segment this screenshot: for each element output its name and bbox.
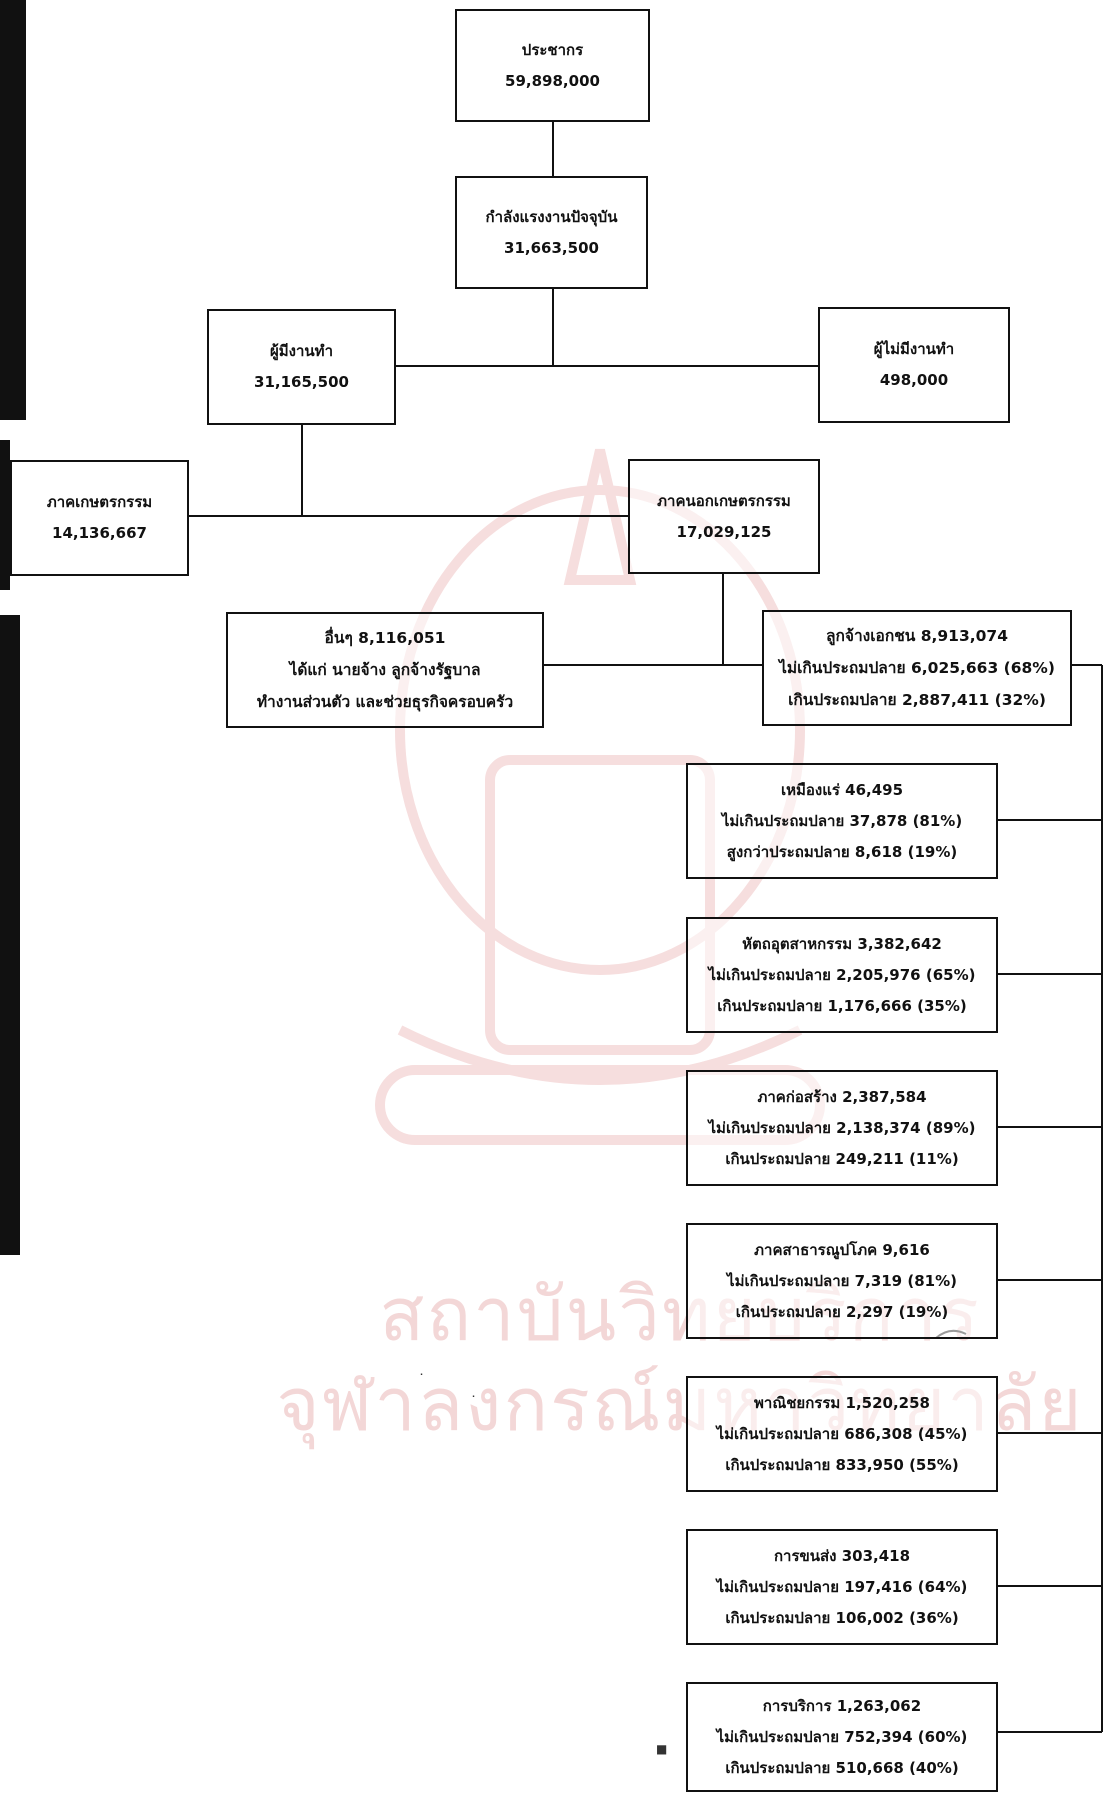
sector-line1: เหมืองแร่ 46,495 — [780, 780, 904, 799]
node-population-label: ประชากร — [521, 40, 584, 59]
node-others-line1: อื่นๆ 8,116,051 — [324, 629, 446, 647]
node-sector-commerce: พาณิชยกรรม 1,520,258 ไม่เกินประถมปลาย 68… — [686, 1376, 998, 1492]
node-population: ประชากร 59,898,000 — [455, 9, 650, 122]
node-agriculture-value: 14,136,667 — [52, 524, 147, 542]
node-sector-mining: เหมืองแร่ 46,495 ไม่เกินประถมปลาย 37,878… — [686, 763, 998, 879]
sector-line3: เกินประถมปลาย 1,176,666 (35%) — [717, 996, 967, 1015]
sector-line2: ไม่เกินประถมปลาย 752,394 (60%) — [716, 1727, 968, 1746]
node-employed: ผู้มีงานทำ 31,165,500 — [207, 309, 396, 425]
node-private-employees: ลูกจ้างเอกชน 8,913,074 ไม่เกินประถมปลาย … — [762, 610, 1072, 726]
node-sector-manufacturing: หัตถอุตสาหกรรม 3,382,642 ไม่เกินประถมปลา… — [686, 917, 998, 1033]
sector-line1: ภาคก่อสร้าง 2,387,584 — [757, 1087, 927, 1106]
node-private-line1: ลูกจ้างเอกชน 8,913,074 — [825, 627, 1008, 645]
sector-line1: การบริการ 1,263,062 — [762, 1696, 922, 1715]
sector-line1: ภาคสาธารณูปโภค 9,616 — [754, 1240, 930, 1259]
sector-line3: เกินประถมปลาย 2,297 (19%) — [735, 1302, 949, 1321]
node-labor-force-value: 31,663,500 — [504, 238, 599, 257]
sector-line2: ไม่เกินประถมปลาย 7,319 (81%) — [727, 1271, 957, 1290]
node-non-agriculture: ภาคนอกเกษตรกรรม 17,029,125 — [628, 459, 820, 574]
sector-line3: เกินประถมปลาย 510,668 (40%) — [725, 1758, 959, 1777]
sector-line2: ไม่เกินประถมปลาย 686,308 (45%) — [716, 1424, 968, 1443]
sector-line2: ไม่เกินประถมปลาย 2,205,976 (65%) — [708, 965, 976, 984]
node-others: อื่นๆ 8,116,051 ได้แก่ นายจ้าง ลูกจ้างรั… — [226, 612, 544, 728]
sector-line2: ไม่เกินประถมปลาย 197,416 (64%) — [716, 1577, 968, 1596]
sector-line1: หัตถอุตสาหกรรม 3,382,642 — [742, 934, 942, 953]
scan-edge-shadow — [0, 615, 20, 1255]
node-non-agriculture-value: 17,029,125 — [676, 522, 772, 541]
node-sector-construction: ภาคก่อสร้าง 2,387,584 ไม่เกินประถมปลาย 2… — [686, 1070, 998, 1186]
node-unemployed-value: 498,000 — [879, 371, 949, 389]
node-sector-services: การบริการ 1,263,062 ไม่เกินประถมปลาย 752… — [686, 1682, 998, 1792]
node-labor-force: กำลังแรงงานปัจจุบัน 31,663,500 — [455, 176, 648, 289]
sector-line1: การขนส่ง 303,418 — [773, 1546, 911, 1565]
sector-line3: เกินประถมปลาย 106,002 (36%) — [725, 1608, 959, 1627]
sector-line1: พาณิชยกรรม 1,520,258 — [754, 1393, 930, 1412]
node-population-value: 59,898,000 — [505, 71, 600, 90]
node-unemployed: ผู้ไม่มีงานทำ 498,000 — [818, 307, 1010, 423]
node-unemployed-label: ผู้ไม่มีงานทำ — [873, 340, 955, 358]
node-private-line2: ไม่เกินประถมปลาย 6,025,663 (68%) — [779, 659, 1055, 677]
sector-line2: ไม่เกินประถมปลาย 37,878 (81%) — [721, 811, 963, 830]
sector-line3: เกินประถมปลาย 833,950 (55%) — [725, 1455, 959, 1474]
node-agriculture: ภาคเกษตรกรรม 14,136,667 — [10, 460, 189, 576]
scan-speck: ■ — [656, 1742, 668, 1756]
sector-line3: สูงกว่าประถมปลาย 8,618 (19%) — [726, 842, 958, 861]
node-others-line2: ได้แก่ นายจ้าง ลูกจ้างรัฐบาล — [289, 661, 481, 679]
node-private-line3: เกินประถมปลาย 2,887,411 (32%) — [788, 691, 1046, 709]
sector-line3: เกินประถมปลาย 249,211 (11%) — [725, 1149, 959, 1168]
scan-edge-shadow — [0, 0, 26, 420]
node-sector-transport: การขนส่ง 303,418 ไม่เกินประถมปลาย 197,41… — [686, 1529, 998, 1645]
sector-line2: ไม่เกินประถมปลาย 2,138,374 (89%) — [708, 1118, 976, 1137]
node-others-line3: ทำงานส่วนตัว และช่วยธุรกิจครอบครัว — [256, 693, 514, 711]
scan-speck: · — [472, 1392, 476, 1401]
scan-edge-shadow — [0, 440, 10, 590]
node-non-agriculture-label: ภาคนอกเกษตรกรรม — [657, 491, 791, 510]
node-sector-utilities: ภาคสาธารณูปโภค 9,616 ไม่เกินประถมปลาย 7,… — [686, 1223, 998, 1339]
scan-speck: · — [420, 1370, 424, 1379]
node-labor-force-label: กำลังแรงงานปัจจุบัน — [485, 207, 618, 226]
node-agriculture-label: ภาคเกษตรกรรม — [46, 493, 153, 511]
node-employed-label: ผู้มีงานทำ — [270, 342, 333, 360]
node-employed-value: 31,165,500 — [254, 373, 349, 391]
